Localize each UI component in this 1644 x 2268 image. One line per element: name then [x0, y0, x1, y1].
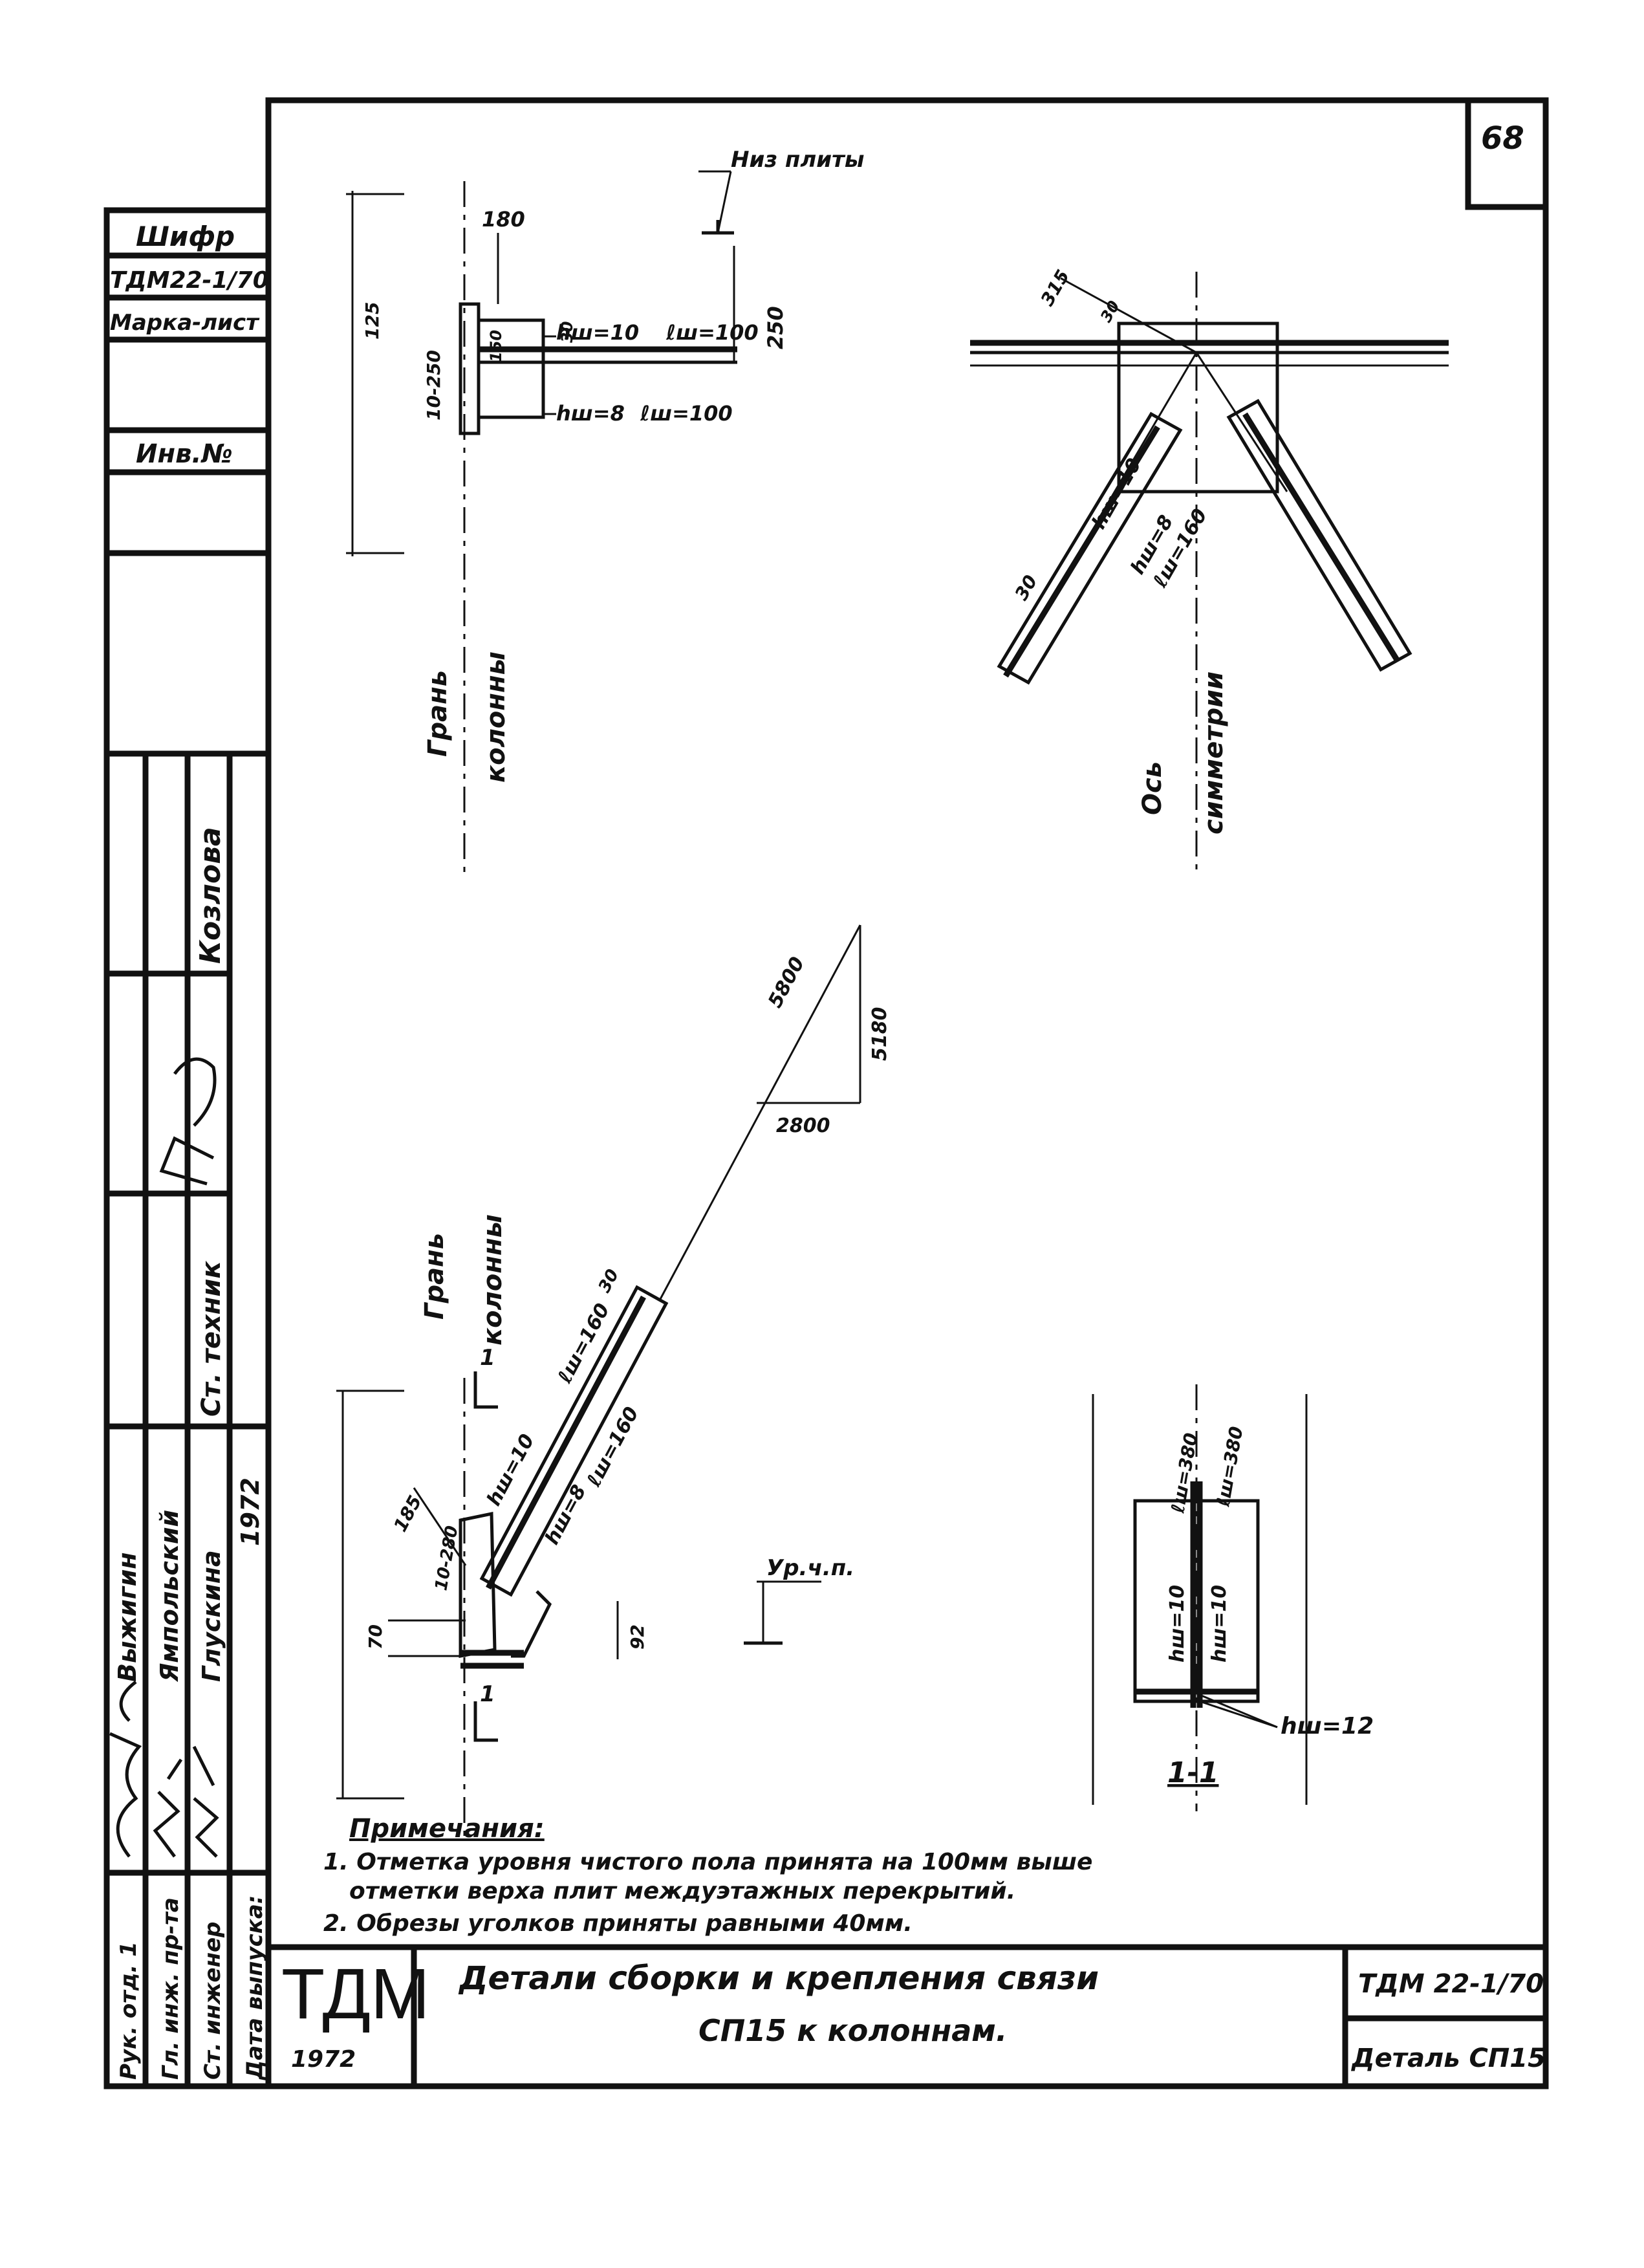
section-mark-bot: 1 — [480, 1681, 495, 1707]
dim-315: 315 — [1036, 266, 1074, 309]
weld-l160b-bl: ℓш=160 — [583, 1403, 644, 1490]
slope-hyp: 5800 — [764, 954, 809, 1012]
notes-title: Примечания: — [349, 1814, 545, 1844]
weld-l380b: ℓш=380 — [1212, 1425, 1247, 1509]
note-1-line-1: 1. Отметка уровня чистого пола принята н… — [323, 1849, 1092, 1875]
weld-h10-bl: hш=10 — [482, 1430, 539, 1509]
detail-bottom-left: Грань колонны 1 1 hш=10 ℓш=160 30 hш=8 ℓ… — [336, 1214, 854, 1844]
weld-top-h: hш=10 — [556, 320, 639, 345]
dim-125: 125 — [362, 302, 383, 340]
stamp-name-1: Выжигин — [113, 1552, 142, 1682]
stamp-shifr: Шифр — [136, 221, 235, 252]
weld-bot-h: hш=8 — [556, 401, 625, 426]
weld-top-l: ℓш=100 — [665, 320, 759, 345]
weld-h10-tr: hш=10 — [1088, 454, 1146, 533]
weld-h8-bl: hш=8 — [541, 1481, 590, 1549]
stamp-date-label: Дата выпуска: — [242, 1895, 268, 2080]
sheet-number-box: 68 — [1465, 100, 1546, 210]
section-mark-top: 1 — [480, 1345, 495, 1371]
signature-kozlova — [159, 1057, 217, 1186]
section-1-1: ℓш=380 ℓш=380 hш=10 hш=10 hш=12 1-1 — [1092, 1384, 1374, 1811]
dim-92: 92 — [627, 1624, 648, 1650]
axis-gran-2: Грань — [420, 1233, 449, 1320]
dim-180: 180 — [482, 207, 525, 232]
title-line-2: СП15 к колоннам. — [698, 2013, 1007, 2048]
weld-h12: hш=12 — [1281, 1713, 1374, 1739]
dim-150: 150 — [487, 330, 505, 362]
weld-bot-l: ℓш=100 — [640, 401, 733, 426]
stamp-code: ТДМ22-1/70 — [110, 267, 269, 294]
stamp-kozlova: Козлова — [194, 827, 227, 964]
axis-kolonny-1: колонны — [481, 651, 511, 783]
stamp-inv: Инв.№ — [136, 439, 233, 469]
side-stamp: Шифр ТДМ22-1/70 Марка-лист Инв.№ Козлова… — [103, 207, 272, 2089]
stamp-name-3: Глускина — [197, 1550, 226, 1682]
weld-h10b: hш=10 — [1208, 1585, 1231, 1663]
title-line-1: Детали сборки и крепления связи — [458, 1959, 1099, 1997]
dim-10-280: 10-280 — [431, 1524, 462, 1592]
axis-gran-1: Грань — [423, 670, 453, 757]
stamp-role-3: Ст. инженер — [200, 1921, 226, 2080]
dim-30-bl: 30 — [595, 1266, 623, 1296]
notes: Примечания: 1. Отметка уровня чистого по… — [323, 1814, 1092, 1937]
signature-3 — [192, 1745, 219, 1858]
logo-year: 1972 — [291, 2046, 356, 2073]
slope-vert: 5180 — [869, 1007, 891, 1062]
note-1-line-2: отметки верха плит междуэтажных перекрыт… — [349, 1878, 1015, 1904]
note-2: 2. Обрезы уголков приняты равными 40мм. — [323, 1910, 913, 1937]
stamp-marka: Марка-лист — [110, 310, 260, 336]
slope-horiz: 2800 — [776, 1115, 830, 1137]
detail-top-right: 315 30 30 hш=10 hш=8 ℓш=160 Ось симметри… — [970, 266, 1449, 873]
weld-h10a: hш=10 — [1166, 1585, 1189, 1663]
stamp-role-2: Гл. инж. пр-та — [158, 1897, 184, 2080]
dim-10-250: 10-250 — [423, 350, 444, 420]
stamp-role-1: Рук. отд. 1 — [116, 1941, 142, 2080]
dim-30a: 30 — [1097, 298, 1123, 325]
dim-30: 30 — [558, 322, 576, 343]
signature-1 — [109, 1681, 142, 1858]
label-niz-plity: Низ плиты — [731, 147, 865, 173]
signature-2 — [153, 1758, 183, 1858]
axis-simmetrii: симметрии — [1199, 671, 1229, 834]
slope-triangle: 5800 5180 2800 — [658, 924, 891, 1301]
axis-os: Ось — [1138, 761, 1167, 815]
dim-30b: 30 — [1010, 571, 1041, 604]
dim-250: 250 — [763, 306, 788, 349]
stamp-st-tehnik: Ст. техник — [197, 1261, 226, 1417]
sheet-number: 68 — [1481, 120, 1524, 157]
stamp-name-2: Ямпольский — [155, 1510, 184, 1683]
stamp-year: 1972 — [236, 1477, 265, 1546]
title-block: ТДМ 1972 Детали сборки и крепления связи… — [268, 1944, 1546, 2086]
title-detail: Деталь СП15 — [1350, 2044, 1546, 2073]
label-urchp: Ур.ч.п. — [766, 1555, 854, 1581]
axis-kolonny-2: колонны — [478, 1214, 508, 1346]
section-title: 1-1 — [1167, 1756, 1219, 1789]
dim-70: 70 — [365, 1624, 386, 1650]
logo-tdm: ТДМ — [281, 1954, 430, 2034]
detail-top-left: Низ плиты 180 250 125 10-250 150 30 hш=1… — [346, 147, 865, 880]
title-code: ТДМ 22-1/70 — [1358, 1969, 1544, 1999]
